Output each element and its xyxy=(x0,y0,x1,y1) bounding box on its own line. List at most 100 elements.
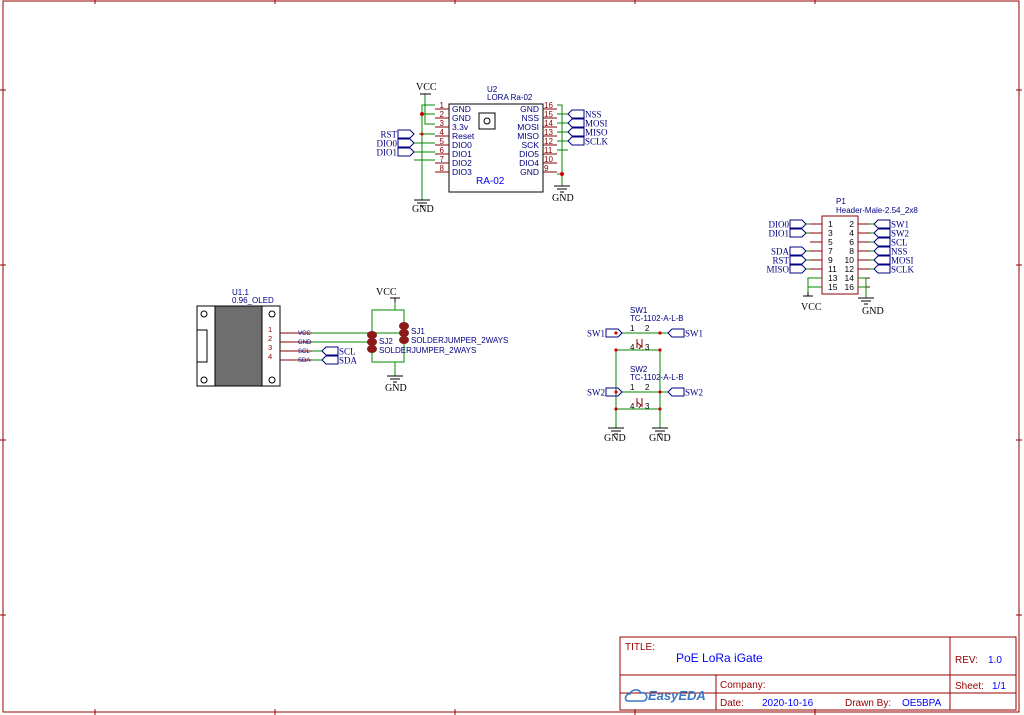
tactile-switch-sw1[interactable]: SW1 TC-1102-A-L-B xyxy=(630,306,684,323)
rev-value[interactable]: 1.0 xyxy=(988,655,1002,666)
u2-net-flag-miso: MISO xyxy=(567,127,608,138)
p1-pin-num: 2 xyxy=(849,219,854,229)
p1-designator: P1 xyxy=(836,197,846,206)
sheet-value[interactable]: 1/1 xyxy=(992,681,1006,692)
u11-pin-name: SCL xyxy=(298,349,310,355)
header-p1[interactable]: P1 Header-Male-2.54_2x8 1357911131524681… xyxy=(766,197,918,295)
u11-pin-name: VCC xyxy=(298,331,311,337)
p1-net-flag-sw2-label: SW2 xyxy=(891,229,909,239)
oled-wiring xyxy=(312,332,404,361)
sw2-pin-num: 4 xyxy=(630,402,635,411)
solder-jumpers[interactable]: VCC SJ1 SOLDERJUMPER_2WAYS SJ2 SOLDERJUM… xyxy=(367,287,508,394)
u2-pin-name: DIO1 xyxy=(452,149,472,159)
u2-vcc-label: VCC xyxy=(416,82,437,93)
sw2-pin-num: 2 xyxy=(645,383,650,392)
u2-pin-num: 1 xyxy=(440,101,445,110)
u11-pin-name: GND xyxy=(298,340,312,346)
p1-net-flag-rst: RST xyxy=(772,255,807,266)
u11-designator: U1.1 xyxy=(232,288,249,297)
p1-pin-num: 7 xyxy=(828,246,833,256)
p1-net-flag-mosi-label: MOSI xyxy=(891,256,914,266)
u2-pin-num: 8 xyxy=(440,164,445,173)
u2-net-flag-miso-label: MISO xyxy=(585,128,608,138)
title-value[interactable]: PoE LoRa iGate xyxy=(676,651,763,665)
u11-pin-num: 1 xyxy=(268,325,272,334)
u11-pin-name: SDA xyxy=(298,358,310,364)
logo-text: EasyEDA xyxy=(648,688,706,703)
date-value[interactable]: 2020-10-16 xyxy=(762,698,814,709)
oled-hole-tr xyxy=(268,310,276,318)
p1-pin-num: 3 xyxy=(828,228,833,238)
u2-pin-num: 5 xyxy=(440,137,445,146)
u2-vcc-symbol: VCC xyxy=(416,82,437,95)
sheet-label: Sheet: xyxy=(955,681,984,692)
u2-junction-3 xyxy=(420,132,424,136)
u2-net-flag-dio0-label: DIO0 xyxy=(377,139,398,149)
p1-net-flag-scl: SCL xyxy=(873,237,908,248)
p1-net-flag-miso: MISO xyxy=(766,264,807,275)
sw2-net-flag-left: SW2 xyxy=(587,387,623,398)
u2-pin-name: DIO5 xyxy=(519,149,539,159)
u11-net-flag-scl: SCL xyxy=(321,346,356,357)
sw1-pin-num: 4 xyxy=(630,343,635,352)
u2-pin-num: 9 xyxy=(544,164,549,173)
u2-pin-name: DIO2 xyxy=(452,158,472,168)
sw1-designator: SW1 xyxy=(630,306,648,315)
u2-pin-name: GND xyxy=(452,113,471,123)
p1-net-flag-nss-label: NSS xyxy=(891,247,908,257)
jumper-vcc-label: VCC xyxy=(376,287,397,298)
p1-net-flag-dio1-label: DIO1 xyxy=(769,229,790,239)
drawn-value[interactable]: OE5BPA xyxy=(902,698,942,709)
title-block xyxy=(619,636,1017,711)
sj2-symbol xyxy=(367,331,377,353)
p1-pin-num: 9 xyxy=(828,255,833,265)
sw2-net-flag-right-label: SW2 xyxy=(685,388,703,398)
u2-designator: U2 xyxy=(487,85,498,94)
drawn-label: Drawn By: xyxy=(845,698,891,709)
sw2-pin-num: 3 xyxy=(645,402,650,411)
p1-net-flag-sw1-label: SW1 xyxy=(891,220,909,230)
u2-net-flag-sclk-label: SCLK xyxy=(585,137,609,147)
p1-gnd-symbol xyxy=(858,297,874,305)
u2-pin-name: Reset xyxy=(452,131,475,141)
u2-pin-name: SCK xyxy=(522,140,540,150)
title-label: TITLE: xyxy=(625,642,655,653)
u2-net-flag-sclk: SCLK xyxy=(567,136,609,147)
u2-gnd-left-label: GND xyxy=(412,204,434,215)
p1-part-name: Header-Male-2.54_2x8 xyxy=(836,206,918,215)
u2-pin1-marker xyxy=(478,112,496,130)
sj2-designator: SJ2 xyxy=(379,337,393,346)
u11-net-flag-sda-label: SDA xyxy=(339,356,358,366)
u2-net-flag-rst: RST xyxy=(380,129,415,140)
p1-pin-num: 10 xyxy=(845,255,855,265)
tactile-switch-sw2[interactable]: SW2 TC-1102-A-L-B xyxy=(630,365,684,382)
u2-pin-num: 10 xyxy=(544,155,553,164)
p1-vcc-symbol xyxy=(803,292,813,297)
u2-gnd-right-symbol xyxy=(554,185,570,193)
u2-pin-name: MOSI xyxy=(517,122,539,132)
u2-pin-name: DIO0 xyxy=(452,140,472,150)
u2-pin-name: 3.3v xyxy=(452,122,469,132)
u11-net-flag-sda: SDA xyxy=(321,355,358,366)
u2-pin-num: 16 xyxy=(544,101,553,110)
sw1-part-name: TC-1102-A-L-B xyxy=(630,314,684,323)
u2-net-flag-nss: NSS xyxy=(567,109,602,120)
cloud-icon xyxy=(624,689,648,702)
oled-hole-br xyxy=(268,376,276,384)
jumper-gnd-label: GND xyxy=(385,383,407,394)
p1-vcc-label: VCC xyxy=(801,302,822,313)
u11-pin-num: 4 xyxy=(268,352,272,361)
company-label: Company: xyxy=(720,680,766,691)
p1-net-flag-dio1: DIO1 xyxy=(769,228,807,239)
p1-body xyxy=(821,215,859,295)
sj1-symbol xyxy=(399,322,409,344)
u2-pin-num: 7 xyxy=(440,155,445,164)
u2-pin-name: GND xyxy=(520,167,539,177)
